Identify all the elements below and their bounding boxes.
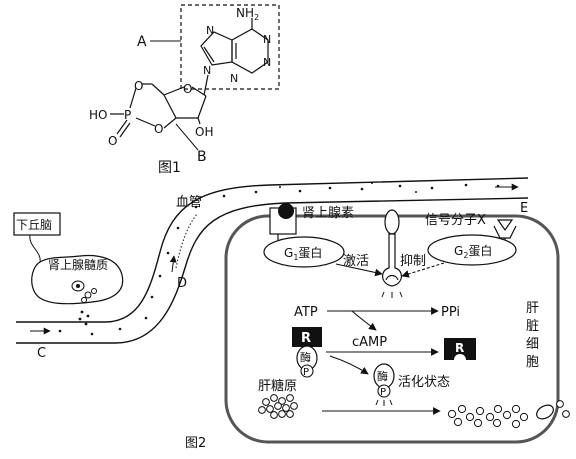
active-phosphate bbox=[377, 384, 391, 398]
ring-n-top-left: N bbox=[206, 24, 214, 37]
camp-label: cAMP bbox=[352, 335, 387, 350]
released-r-subunit bbox=[444, 338, 476, 360]
label-c: C bbox=[37, 346, 46, 361]
enzyme-rays bbox=[381, 291, 403, 298]
glycogen-granules bbox=[258, 394, 298, 419]
adrenaline-molecule bbox=[278, 203, 294, 219]
activate-arrow bbox=[335, 263, 383, 277]
hydroxyl-oh: OH bbox=[195, 125, 213, 139]
exported-glucose-2 bbox=[562, 410, 570, 418]
blood-vessel bbox=[16, 177, 529, 344]
membrane-enzyme bbox=[382, 209, 402, 287]
adrenal-medulla-label: 肾上腺髓质 bbox=[48, 258, 108, 272]
r-subunit-label: R bbox=[301, 331, 311, 346]
inhibit-label: 抑制 bbox=[400, 254, 426, 269]
phosphate-group bbox=[300, 364, 314, 378]
adenine-rings bbox=[200, 18, 269, 74]
hypothalamus-label: 下丘脑 bbox=[16, 218, 52, 232]
phosphate-label: P bbox=[303, 367, 309, 378]
released-r-label: R bbox=[455, 341, 464, 355]
active-enzyme-label: 酶 bbox=[377, 370, 388, 383]
ribose-ring bbox=[110, 83, 207, 138]
glycosidic-bond bbox=[203, 74, 209, 96]
atp-label: ATP bbox=[294, 305, 318, 320]
exported-glucose-1 bbox=[556, 400, 564, 408]
g1-protein bbox=[263, 236, 345, 268]
liver-cell-label: 肝 脏 细 胞 bbox=[526, 301, 539, 370]
upper-oxygen: O bbox=[134, 79, 143, 93]
signal-x-molecule bbox=[496, 219, 514, 232]
liver-cell-char-4: 胞 bbox=[526, 355, 539, 370]
liver-cell-char-3: 细 bbox=[526, 337, 539, 352]
active-enzyme-rays bbox=[375, 399, 393, 406]
camp-branch-arrow bbox=[351, 310, 377, 331]
enzyme-label: 酶 bbox=[300, 351, 311, 364]
ring-n-upper-right: N bbox=[263, 33, 271, 46]
label-b: B bbox=[197, 149, 207, 165]
figure2-caption: 图2 bbox=[185, 436, 206, 451]
g2-protein-label: G2蛋白 bbox=[454, 243, 492, 260]
liver-cell-char-2: 脏 bbox=[526, 319, 539, 334]
g1-protein-label: G1蛋白 bbox=[284, 245, 322, 262]
activate-label: 激活 bbox=[343, 254, 369, 269]
signal-molecule-label: 信号分子X bbox=[425, 213, 486, 228]
r-subunit bbox=[292, 327, 322, 347]
figure2-signal-pathway: C E 血管 D 下丘脑 肾上腺髓质 肝 脏 细 bbox=[13, 177, 570, 451]
adrenaline-label: 肾上腺素 bbox=[302, 206, 354, 221]
active-phosphate-label: P bbox=[380, 387, 386, 398]
inhibit-arrow bbox=[401, 262, 445, 278]
adenine-dashed-box bbox=[180, 4, 280, 90]
adrenaline-route-d bbox=[175, 213, 198, 269]
blood-vessel-label: 血管 bbox=[176, 195, 202, 210]
active-state-label: 活化状态 bbox=[398, 375, 450, 390]
phosphorus: P bbox=[124, 108, 131, 122]
secreted-adrenaline bbox=[78, 310, 90, 326]
adrenal-vesicles bbox=[71, 280, 97, 303]
phosphate-ho: HO bbox=[89, 108, 107, 122]
glycogen-label: 肝糖原 bbox=[258, 378, 297, 394]
lower-oxygen: O bbox=[154, 122, 163, 136]
figure1-caption: 图1 bbox=[158, 160, 181, 176]
ring-n-lower-right: N bbox=[263, 56, 271, 69]
hypothalamus-box bbox=[13, 212, 61, 236]
liver-cell-char-1: 肝 bbox=[526, 301, 539, 316]
label-d: D bbox=[177, 276, 187, 291]
adenine-nh2: NH2 bbox=[236, 6, 259, 22]
ring-n-bottom: N bbox=[230, 72, 238, 85]
phosphate-oxo: O bbox=[108, 134, 117, 148]
route-d-arrow bbox=[169, 255, 177, 273]
label-b-leader bbox=[175, 123, 199, 151]
blood-particles bbox=[58, 182, 500, 336]
glucose-transporter bbox=[536, 404, 554, 420]
ribose-ring-oxygen: O bbox=[183, 82, 192, 96]
glucose-molecules bbox=[447, 404, 529, 429]
activation-arrow bbox=[329, 355, 369, 375]
label-e: E bbox=[520, 201, 528, 216]
adrenal-medulla-shape bbox=[31, 254, 124, 305]
ppi-label: PPi bbox=[441, 305, 460, 320]
g2-protein bbox=[427, 234, 517, 266]
inactive-enzyme-complex: R 酶 P bbox=[292, 327, 322, 378]
label-a: A bbox=[137, 34, 147, 50]
ring-n-glycosidic: N bbox=[203, 64, 211, 77]
figure1-camp-structure: A NH2 N N N N N bbox=[89, 4, 280, 176]
